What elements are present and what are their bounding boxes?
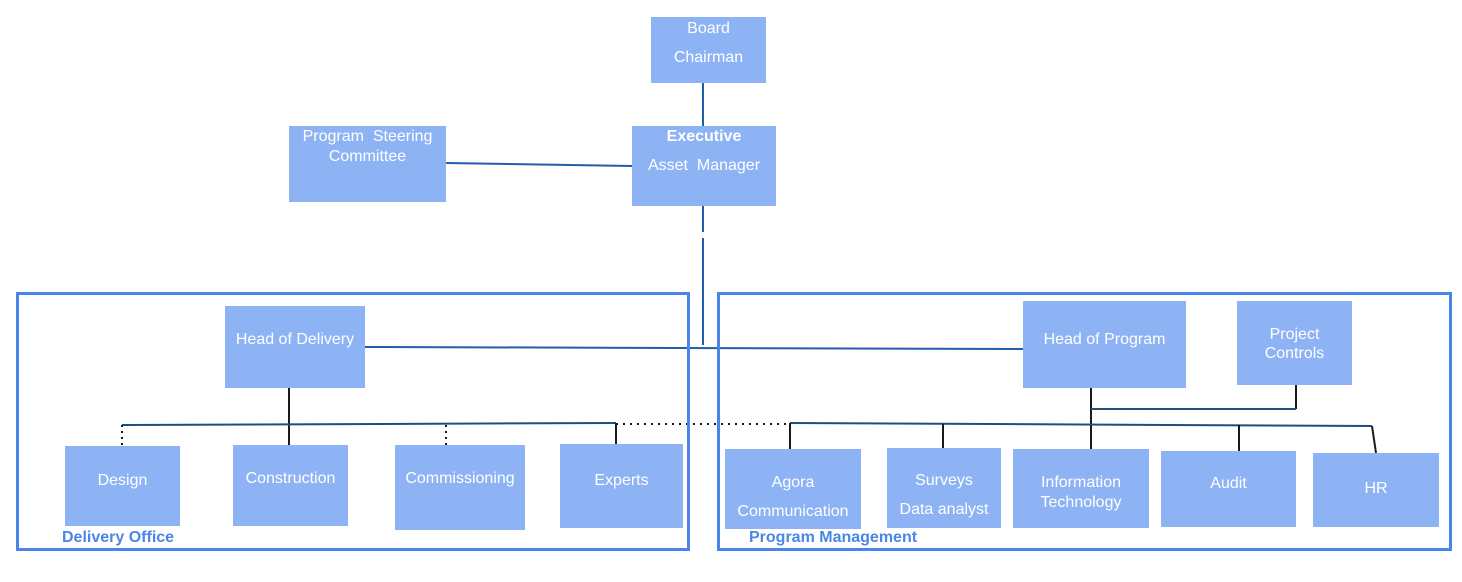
construction-box: Construction — [233, 445, 348, 526]
head-of-delivery-label: Head of Delivery — [235, 331, 355, 348]
head-of-program-label: Head of Program — [1043, 331, 1166, 348]
communication-label: Communication — [737, 503, 849, 520]
delivery-office-label: Delivery Office — [62, 529, 175, 546]
steering-line1: Program Steering — [302, 128, 433, 145]
program-horizontal-bar — [789, 422, 1373, 427]
audit-label: Audit — [1210, 475, 1247, 492]
surveys-label: Surveys — [915, 472, 973, 489]
asset-manager-label: Asset Manager — [647, 157, 761, 174]
construction-label: Construction — [245, 470, 336, 487]
agora-label: Agora — [771, 474, 815, 491]
chairman-label: Chairman — [673, 49, 744, 66]
delivery-to-program-line — [364, 346, 1024, 350]
design-label: Design — [97, 472, 148, 489]
hr-drop — [1371, 425, 1377, 454]
information-label: Information — [1040, 474, 1122, 491]
project-controls-line2: Controls — [1264, 345, 1325, 362]
steering-to-executive-line — [445, 162, 633, 167]
delivery-office-panel — [16, 292, 690, 551]
agora-communication-box: Agora Communication — [725, 449, 861, 529]
commissioning-label: Commissioning — [405, 470, 515, 487]
steering-line2: Committee — [328, 148, 407, 165]
project-controls-line1: Project — [1269, 326, 1320, 343]
data-analyst-label: Data analyst — [899, 501, 989, 518]
delivery-horizontal-bar — [121, 422, 617, 426]
head-of-delivery-box: Head of Delivery — [225, 306, 365, 388]
board-label: Board — [687, 20, 730, 37]
audit-box: Audit — [1161, 451, 1296, 527]
experts-box: Experts — [560, 444, 683, 528]
commissioning-box: Commissioning — [395, 445, 525, 530]
board-chairman-box: Board Chairman — [651, 17, 766, 83]
experts-label: Experts — [594, 472, 649, 489]
hr-label: HR — [1364, 480, 1388, 497]
head-of-program-box: Head of Program — [1023, 301, 1186, 388]
program-management-label: Program Management — [749, 529, 918, 546]
project-controls-box: Project Controls — [1237, 301, 1352, 385]
technology-label: Technology — [1040, 494, 1122, 511]
hr-box: HR — [1313, 453, 1439, 527]
information-technology-box: Information Technology — [1013, 449, 1149, 528]
executive-asset-manager-box: Executive Asset Manager — [632, 126, 776, 206]
design-box: Design — [65, 446, 180, 526]
program-management-panel — [717, 292, 1452, 551]
program-steering-committee-box: Program Steering Committee — [289, 126, 446, 202]
executive-label: Executive — [666, 128, 742, 145]
surveys-data-analyst-box: Surveys Data analyst — [887, 448, 1001, 528]
